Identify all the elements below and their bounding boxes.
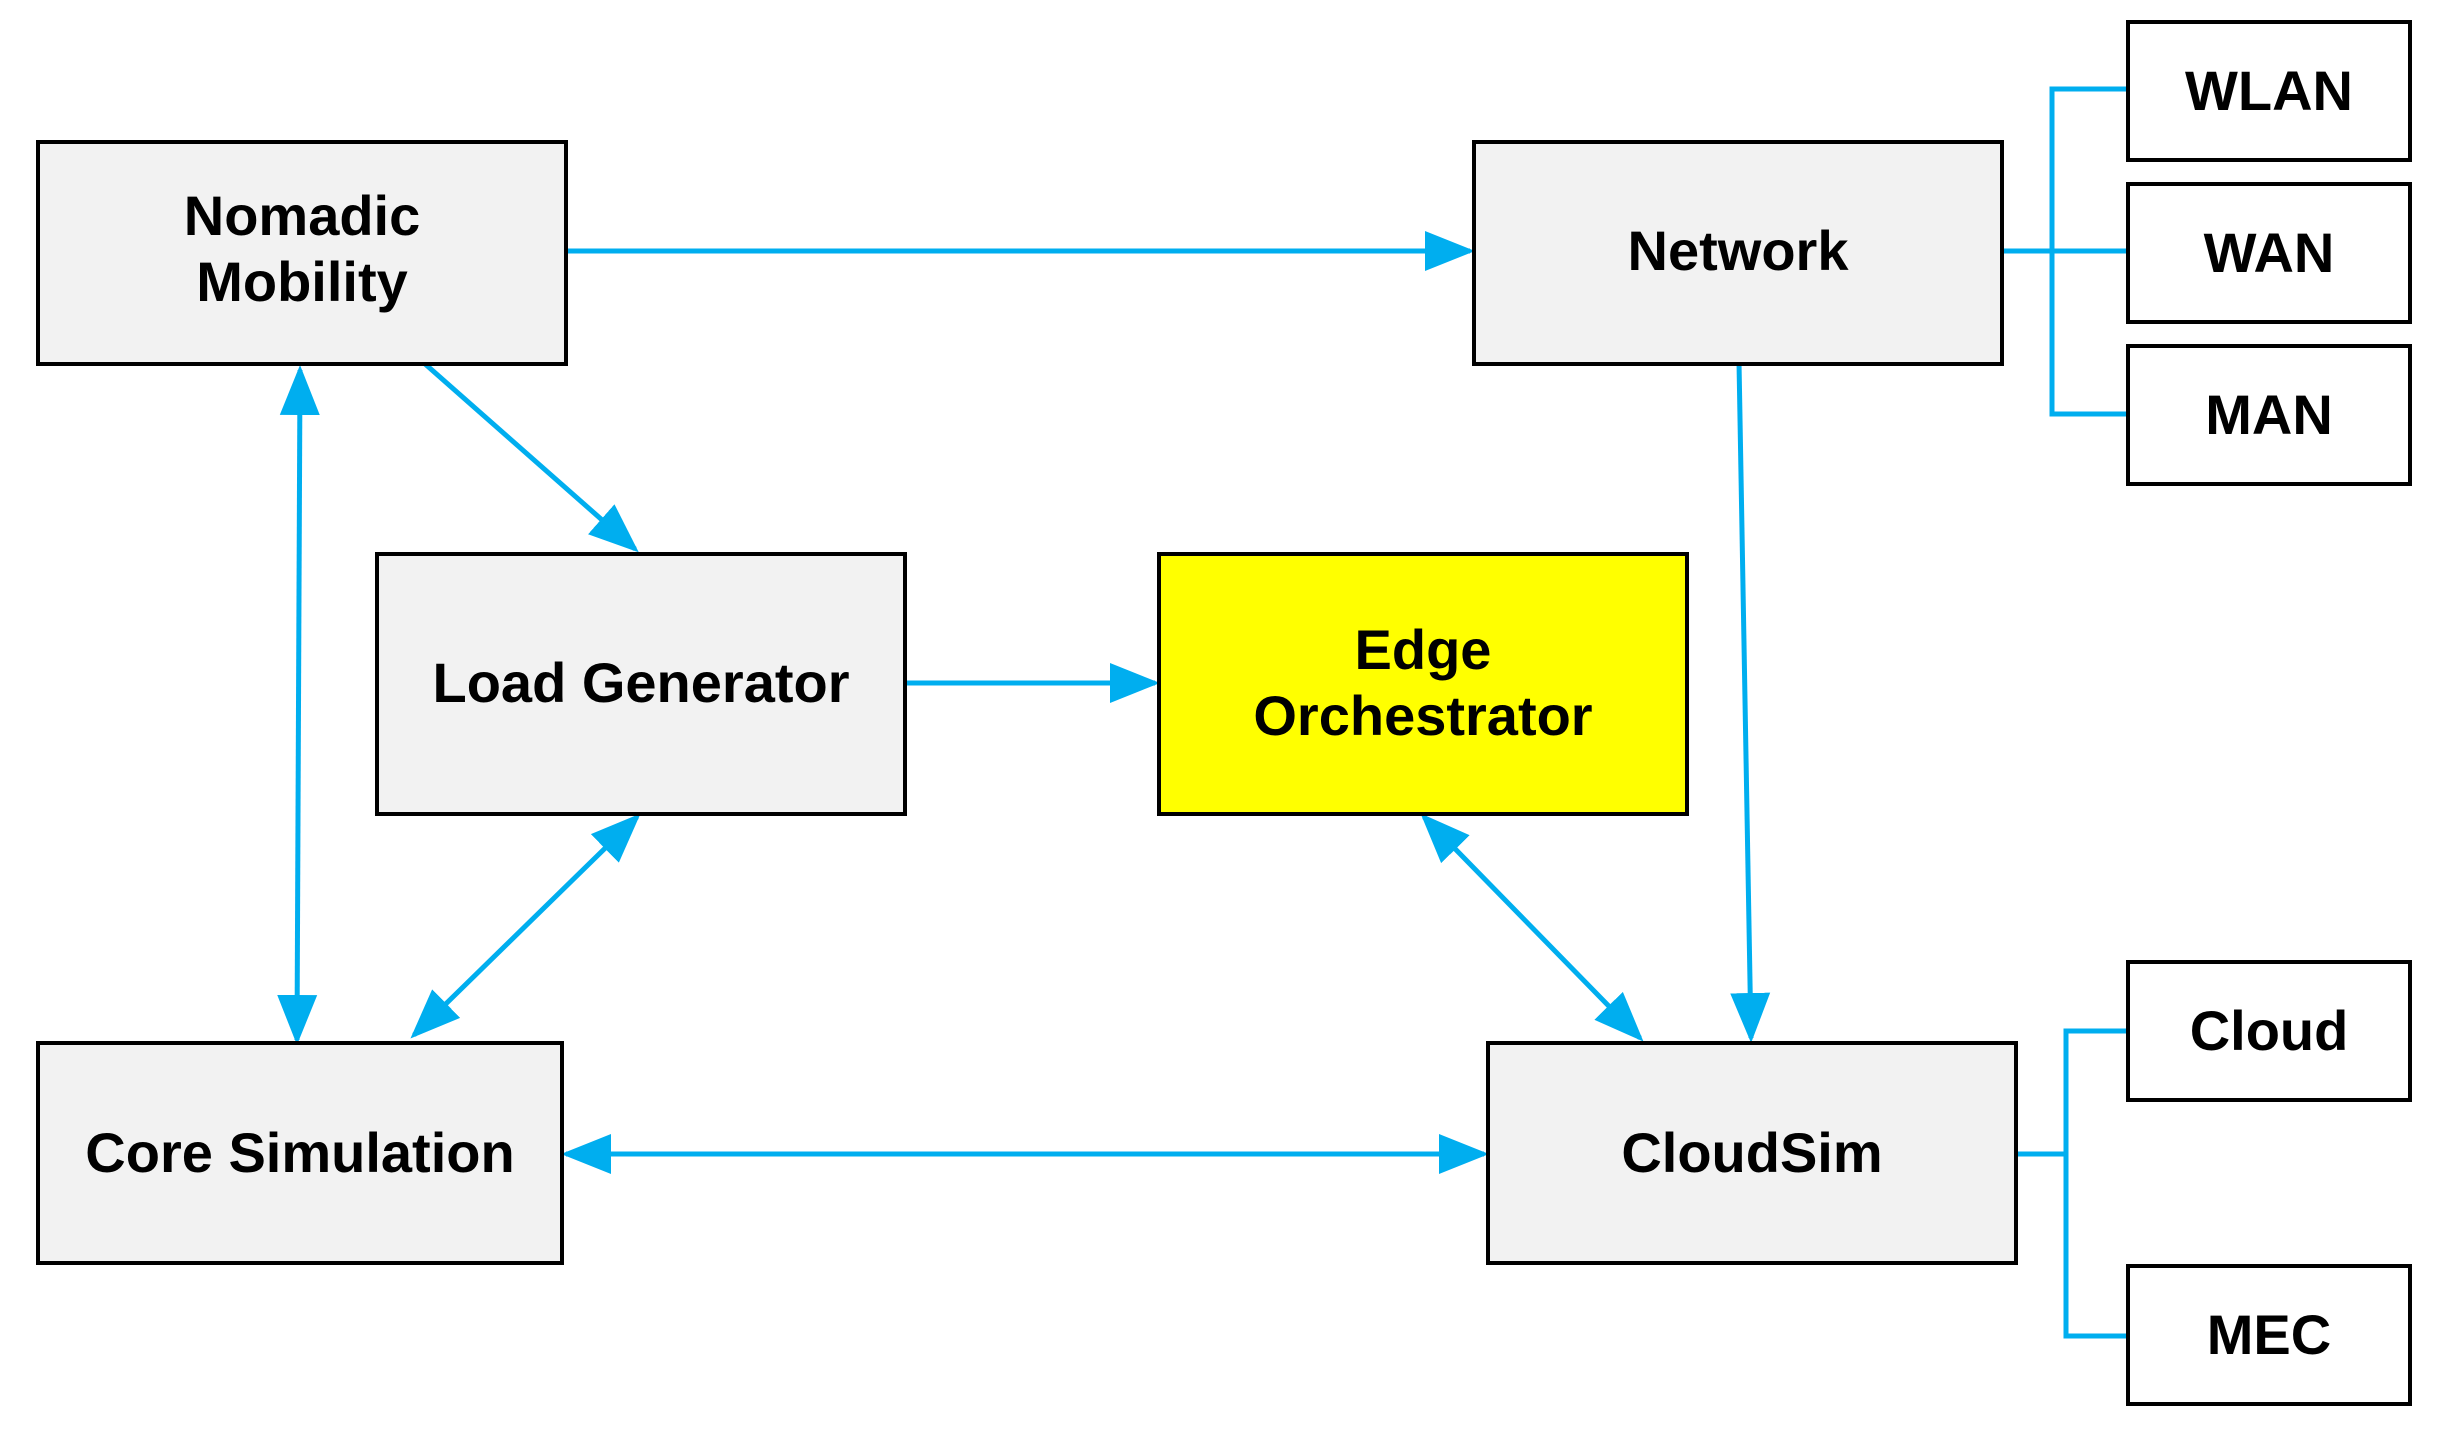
cloudsim-type-mec-box [2126,1264,2412,1406]
node-network: Network [1472,140,2004,366]
node-core-simulation-box [36,1041,564,1265]
node-network-box [1472,140,2004,366]
network-type-wan: WAN [2126,182,2412,324]
node-core-simulation: Core Simulation [36,1041,564,1265]
node-cloudsim-box [1486,1041,2018,1265]
cloudsim-type-mec: MEC [2126,1264,2412,1406]
node-core-simulation-label: Core Simulation [85,1121,514,1184]
cloudsim-type-cloud-box [2126,960,2412,1102]
cloudsim-type-cloud-label: Cloud [2190,999,2349,1062]
network-type-wlan-label: WLAN [2185,59,2353,122]
node-edge-orchestrator-label-line1: Edge [1355,618,1492,681]
network-type-man: MAN [2126,344,2412,486]
network-type-wlan: WLAN [2126,20,2412,162]
node-edge-orchestrator-box [1157,552,1689,816]
connectors [277,86,2126,1339]
node-nomadic-mobility: Nomadic Mobility [36,140,568,366]
node-load-generator-box [375,552,907,816]
node-network-label: Network [1628,219,1850,282]
arrow-mobility-to-load-generator [422,361,639,553]
cloudsim-type-mec-label: MEC [2207,1303,2331,1366]
node-cloudsim: CloudSim [1486,1041,2018,1265]
arrow-load-generator-core-simulation [410,813,641,1039]
network-type-man-box [2126,344,2412,486]
arrow-network-to-cloudsim [1730,361,1771,1043]
node-nomadic-mobility-label-line1: Nomadic [184,184,421,247]
node-edge-orchestrator-label-line2: Orchestrator [1253,684,1592,747]
node-load-generator: Load Generator [375,552,907,816]
arrow-mobility-core-simulation [277,365,320,1045]
node-nomadic-mobility-box [36,140,568,366]
arrow-orchestrator-cloudsim [1420,813,1644,1042]
node-edge-orchestrator: Edge Orchestrator [1157,552,1689,816]
cloudsim-type-cloud: Cloud [2126,960,2412,1102]
network-type-man-label: MAN [2205,383,2333,446]
cloudsim-bracket [2063,1028,2126,1339]
node-cloudsim-label: CloudSim [1621,1121,1882,1184]
node-load-generator-label: Load Generator [433,651,850,714]
network-type-wan-box [2126,182,2412,324]
network-type-wan-label: WAN [2204,221,2335,284]
network-type-wlan-box [2126,20,2412,162]
node-nomadic-mobility-label-line2: Mobility [196,250,408,313]
